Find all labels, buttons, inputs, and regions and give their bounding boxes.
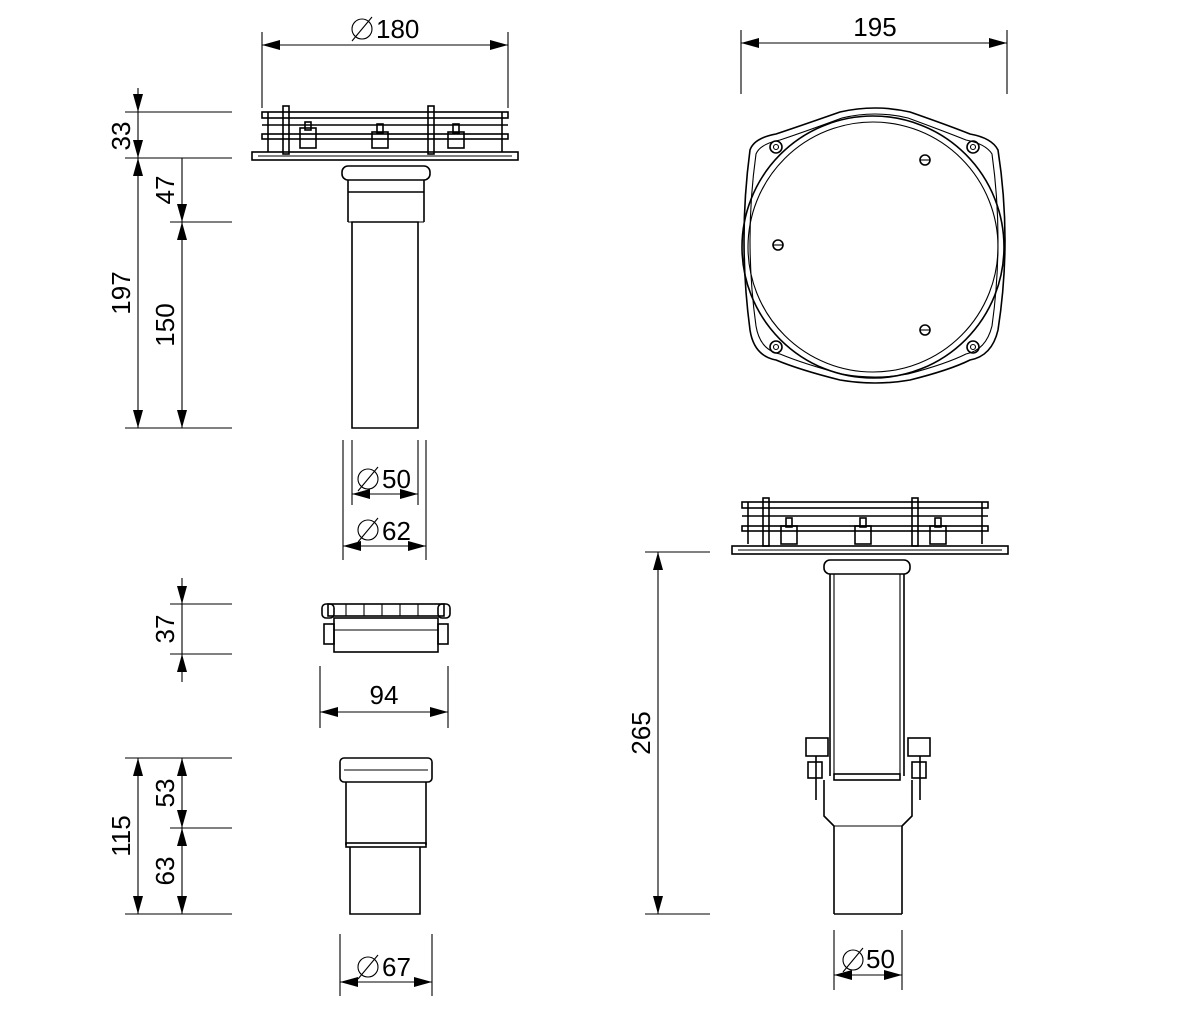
dim-assembly-outlet: 50 <box>833 930 903 990</box>
dim-adapter-total-text: 115 <box>106 815 136 856</box>
dim-collar-height-text: 47 <box>150 176 180 205</box>
sealing-ring <box>321 603 451 653</box>
dim-body-heights: 33 197 47 150 <box>106 88 232 429</box>
dim-pipe-inner-text: 50 <box>382 464 411 494</box>
dim-ring-height-text: 37 <box>150 615 180 644</box>
dim-adapter-heights: 115 53 63 <box>106 757 232 915</box>
dim-ring-height: 37 <box>150 578 232 682</box>
dim-plan-width: 195 <box>740 12 1008 94</box>
dim-ring-width: 94 <box>319 666 449 728</box>
dim-body-total-text: 197 <box>106 271 136 314</box>
dim-pipe-diameters: 50 62 <box>342 440 427 560</box>
dim-adapter-upper-text: 53 <box>150 779 180 808</box>
assembly-side-view <box>731 497 1009 915</box>
dim-pipe-outer-text: 62 <box>382 516 411 546</box>
dim-ring-width-text: 94 <box>370 680 399 710</box>
dim-top-diameter: 180 <box>261 14 509 108</box>
dim-top-diameter-text: 180 <box>376 14 419 44</box>
dim-adapter-diameter: 67 <box>339 934 433 996</box>
adapter-side-view <box>339 757 433 915</box>
dim-adapter-diameter-text: 67 <box>382 952 411 982</box>
drain-plan-view <box>741 107 1006 384</box>
dim-assembly-outlet-text: 50 <box>866 944 895 974</box>
dim-pipe-length-text: 150 <box>150 303 180 346</box>
dim-flange-height-text: 33 <box>106 122 136 151</box>
drain-body-side-view <box>251 105 519 429</box>
dim-plan-width-text: 195 <box>853 12 896 42</box>
dim-adapter-lower-text: 63 <box>150 857 180 886</box>
dim-assembly-height-text: 265 <box>626 711 656 754</box>
dim-assembly-height: 265 <box>626 551 710 915</box>
